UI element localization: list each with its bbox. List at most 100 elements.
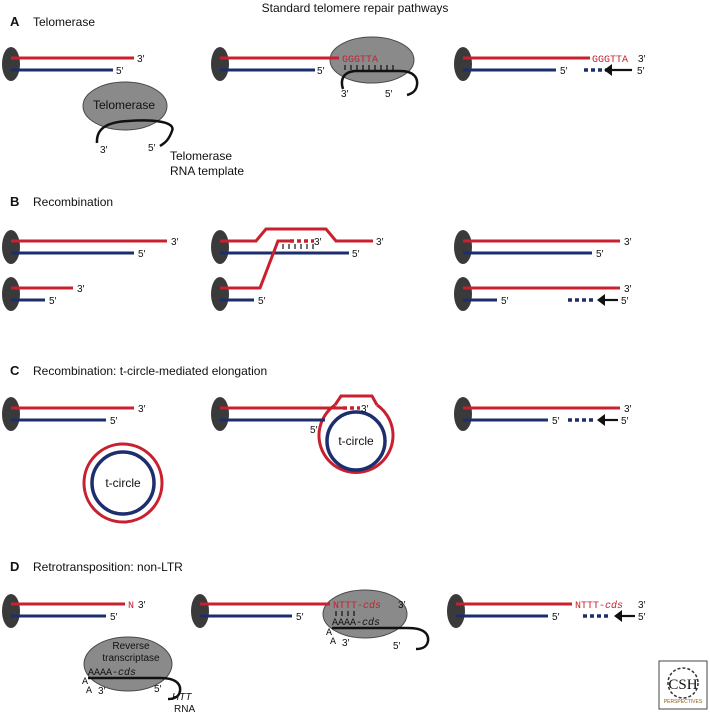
centromere [2,594,20,628]
htt-rna [88,676,182,701]
reverse-transcriptase-ellipse [322,589,408,639]
panel-b-letter: B [10,194,19,209]
rna-3-label: 3′ [341,89,349,100]
cds-label: cds [363,600,381,612]
five-prime-label: 5′ [560,66,568,77]
three-prime-label: 3′ [624,284,632,295]
a-tail-1: A [82,677,88,688]
panel-a: A Telomerase 3′ 5′ Telomerase 3′ 5′ Telo… [2,14,646,178]
logo-line1: CSH [668,677,697,693]
csh-perspectives-logo: CSH PERSPECTIVES [658,660,708,710]
panel-b-chromosome-1: 3′ 5′ [2,230,179,264]
panel-c-chromosome-2: t-circle 3′ 5′ [211,394,395,474]
centromere [2,397,20,431]
rna-3-label: 3′ [342,638,350,649]
htt-rna [332,626,430,651]
five-prime-label: 5′ [596,249,604,260]
rna-label: RNA [174,704,195,713]
t-circle-label: t-circle [338,434,374,448]
rna-5-label: 5′ [154,684,162,695]
t-circle: t-circle [82,442,164,524]
polya-prefix: AAAA- [88,668,118,679]
panel-d-letter: D [10,559,19,574]
invading-red-strand [220,239,290,290]
centromere [454,277,472,311]
polya-cds-sequence: AAAA-cds [88,667,136,679]
centromere [211,230,229,264]
centromere [211,397,229,431]
repeat-sequence: GGGTTA [342,55,378,66]
rna-3-label: 3′ [98,686,106,697]
panel-c-letter: C [10,363,20,378]
base-pair-ticks [344,65,394,70]
three-prime-label: 3′ [398,600,406,611]
five-prime-label: 5′ [138,249,146,260]
a-tail-1: A [326,628,332,639]
cds-label: cds [362,617,380,629]
polya-prefix: AAAA- [332,618,362,629]
a-tail-2: A [86,686,92,697]
htt-label: HTT [172,692,192,703]
panel-b: B Recombination 3′ 5′ 3′ 5′ 3′ 5′ [2,194,632,311]
panel-b-heading: Recombination [33,195,113,209]
rna-template [340,69,419,97]
centromere [454,230,472,264]
centromere [211,277,229,311]
panel-b-chromosome-3: 3′ 5′ 3′ 5′ 5′ [454,230,632,311]
nttt-prefix: NTTT- [333,601,363,612]
cds-label: cds [118,667,136,679]
a-tail-2: A [330,637,336,648]
telomerase-rna-line2: RNA template [170,164,244,178]
panel-b-chromosome-short-1: 3′ 5′ [2,277,85,311]
panel-d-chromosome-2: NTTT-cds 3′ 5′ AAAA-cds A A 3′ 5′ [191,589,430,652]
three-prime-label: 3′ [376,237,384,248]
panel-d-heading: Retrotransposition: non-LTR [33,560,183,574]
five-prime-label: 5′ [116,66,124,77]
t-circle-outer-open [317,403,395,474]
rna-5-label: 5′ [393,641,401,652]
five-prime-label: 5′ [552,416,560,427]
rt-label-line2: transcriptase [102,653,160,664]
nttt-prefix: NTTT- [575,601,605,612]
rt-label-line1: Reverse [112,641,150,652]
centromere [447,594,465,628]
five-prime-label: 5′ [258,296,266,307]
panel-a-chromosome-2: GGGTTA 5′ 3′ 5′ [211,36,419,100]
centromere [2,230,20,264]
base-pair-ticks [282,244,314,249]
five-prime-label: 5′ [110,612,118,623]
rna-5-label: 5′ [385,89,393,100]
n-nucleotide: N [128,601,134,612]
nttt-cds-sequence: NTTT-cds [333,600,381,612]
telomerase-enzyme: Telomerase 3′ 5′ Telomerase RNA template [82,81,244,178]
three-prime-label: 3′ [137,54,145,65]
polya-cds-sequence: AAAA-cds [332,617,380,629]
panel-c-heading: Recombination: t-circle-mediated elongat… [33,364,267,378]
synthesis-arrowhead [604,64,612,76]
five-prime-label-end: 5′ [621,416,629,427]
three-prime-label: 3′ [138,600,146,611]
five-prime-label: 5′ [49,296,57,307]
t-circle-inner [325,410,387,472]
rna-5-label: 5′ [148,143,156,154]
rna-3-label: 3′ [100,145,108,156]
panel-a-chromosome-1: 3′ 5′ [2,47,145,81]
telomerase-ellipse [82,81,168,131]
t-circle-outer-bridge [333,394,379,406]
five-prime-label-end: 5′ [638,612,646,623]
nttt-cds-sequence: NTTT-cds [575,600,623,612]
three-prime-label: 3′ [638,600,646,611]
five-prime-label: 5′ [317,66,325,77]
five-prime-label: 5′ [296,612,304,623]
logo-seal [667,667,699,699]
invading-3-label: 3′ [314,237,322,248]
three-prime-label: 3′ [624,404,632,415]
three-prime-label: 3′ [77,284,85,295]
panel-c-chromosome-3: 3′ 5′ 5′ [454,397,632,431]
synthesis-arrowhead [614,610,622,622]
three-prime-label: 3′ [138,404,146,415]
three-prime-label: 3′ [171,237,179,248]
panel-d-chromosome-3: NTTT-cds 3′ 5′ 5′ [447,594,646,628]
panel-d: D Retrotransposition: non-LTR N 3′ 5′ Re… [2,559,646,713]
five-prime-label: 5′ [352,249,360,260]
